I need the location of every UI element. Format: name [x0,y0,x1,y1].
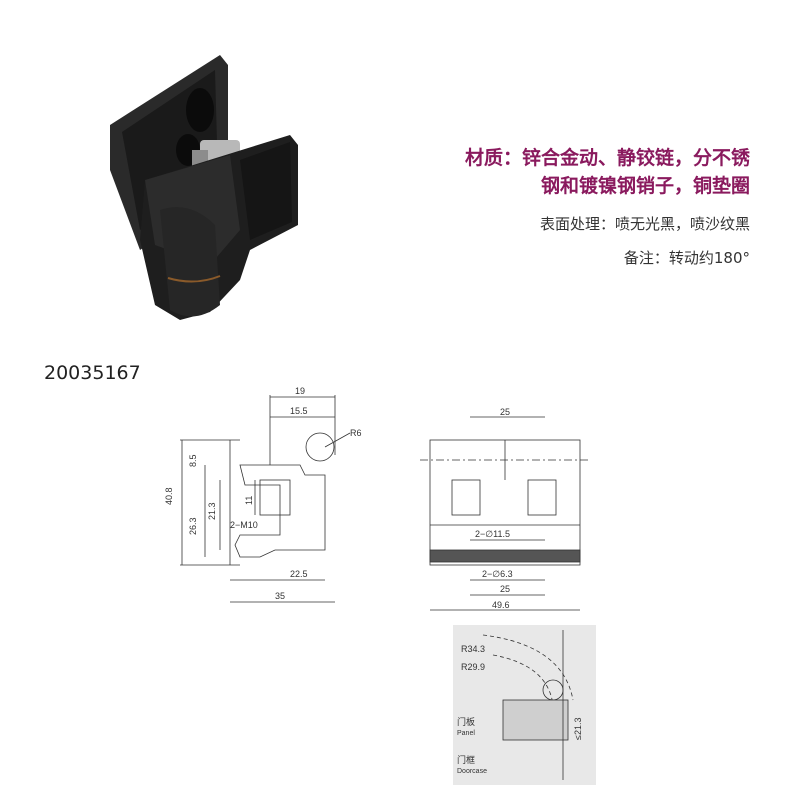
label-25-top: 25 [500,407,510,417]
product-side-face [240,142,292,240]
countersink-band [429,549,581,563]
remark: 备注：转动约180° [623,249,750,267]
label-doorcase-en: Doorcase [457,768,487,775]
part-number: 20035167 [44,362,141,384]
label-25-bottom: 25 [500,584,510,594]
hole-right [527,479,557,516]
product-photo [110,55,298,320]
label-6-3: 2−∅6.3 [482,569,513,579]
install-view-drawing: R34.3 R29.9 门板 Panel 门框 Doorcase ≤21.3 [453,625,596,785]
label-thread: 2−M10 [230,520,258,530]
label-R6: R6 [350,428,362,438]
hole-left [451,479,481,516]
label-19: 19 [295,386,305,396]
arc-r29-9 [492,654,554,706]
material-line-2: 钢和镀镍钢销子，铜垫圈 [540,175,750,197]
label-11: 11 [244,496,254,505]
knuckle-outline [305,432,335,462]
thread-hole [259,479,291,516]
label-15-5: 15.5 [290,406,308,416]
label-35: 35 [275,591,285,601]
label-r34-3: R34.3 [461,644,485,654]
label-r29-9: R29.9 [461,662,485,672]
arc-r34-3 [482,634,574,701]
label-install-21-3: ≤21.3 [573,718,583,740]
install-hinge [502,699,569,741]
label-11-5: 2−∅11.5 [475,529,510,539]
product-hole-upper [186,88,214,132]
front-view-drawing: 25 2−∅11.5 2−∅6.3 25 49.6 [420,407,590,611]
label-doorcase-cn: 门框 [457,754,475,765]
label-21-3: 21.3 [207,502,217,520]
product-knuckle [160,207,220,317]
label-8-5: 8.5 [188,454,198,467]
leader-R6 [324,432,351,448]
label-panel-en: Panel [457,730,475,737]
label-49-6: 49.6 [492,600,510,610]
side-view-drawing: 19 15.5 R6 40.8 26.3 21.3 11 8.5 2−M10 2… [164,386,362,603]
label-40-8: 40.8 [164,487,174,505]
body-outline [234,464,326,558]
product-bronze-washer [167,275,221,283]
surface-treatment: 表面处理：喷无光黑，喷沙纹黑 [539,215,750,233]
label-22-5: 22.5 [290,569,308,579]
label-panel-cn: 门板 [457,716,475,727]
label-26-3: 26.3 [188,517,198,535]
material-line-1: 材质：锌合金动、静铰链，分不锈 [464,147,750,169]
